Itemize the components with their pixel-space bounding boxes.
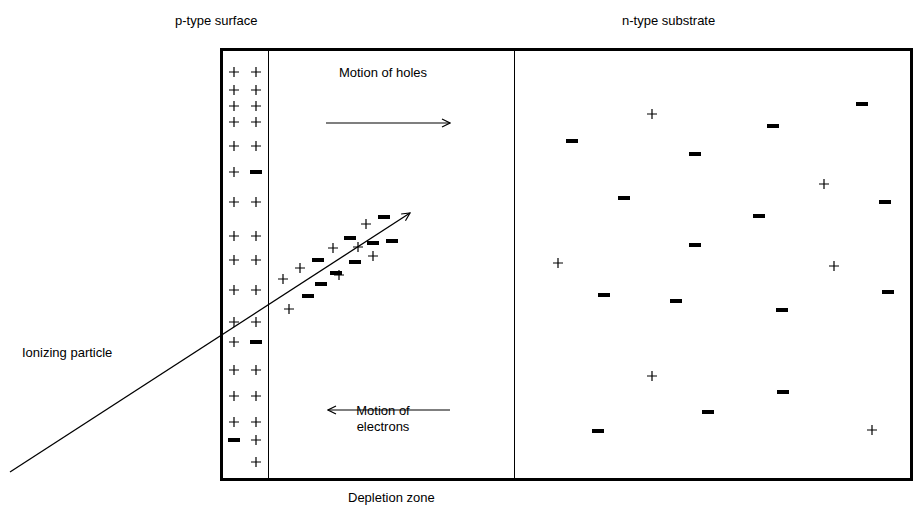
electron-minus (315, 282, 327, 286)
particle-track (10, 213, 410, 472)
hole-plus (361, 219, 371, 229)
electron-minus (250, 170, 262, 174)
electron-minus (879, 200, 891, 204)
electron-minus (777, 390, 789, 394)
electron-minus (776, 308, 788, 312)
hole-plus (229, 285, 239, 295)
electron-minus (344, 236, 356, 240)
electron-minus (592, 429, 604, 433)
region-label: Depletion zone (348, 490, 435, 506)
particle-label: Ionizing particle (22, 345, 112, 361)
hole-plus (229, 117, 239, 127)
hole-plus (229, 365, 239, 375)
hole-plus (647, 371, 657, 381)
electron-minus (386, 239, 398, 243)
hole-plus (251, 141, 261, 151)
hole-plus (251, 391, 261, 401)
hole-plus (229, 391, 239, 401)
electron-minus (228, 438, 240, 442)
hole-plus (353, 242, 363, 252)
hole-plus (229, 67, 239, 77)
electron-minus (670, 299, 682, 303)
hole-plus (251, 435, 261, 445)
electron-minus (753, 214, 765, 218)
hole-plus (829, 261, 839, 271)
hole-plus (229, 317, 239, 327)
region-label: p-type surface (175, 13, 257, 29)
electron-minus (767, 124, 779, 128)
hole-plus (251, 117, 261, 127)
electron-minus (302, 294, 314, 298)
electron-minus (250, 340, 262, 344)
motion-label: Motion of electrons (338, 403, 428, 435)
electron-minus (702, 410, 714, 414)
electron-minus (367, 241, 379, 245)
hole-plus (229, 337, 239, 347)
hole-plus (251, 67, 261, 77)
hole-plus (284, 304, 294, 314)
electron-minus (689, 152, 701, 156)
hole-plus (251, 231, 261, 241)
hole-plus (229, 167, 239, 177)
hole-plus (251, 365, 261, 375)
electron-minus (618, 196, 630, 200)
hole-plus (819, 179, 829, 189)
electron-minus (689, 243, 701, 247)
depletion-zone-region: Motion of holesMotion of electronsDeplet… (268, 48, 515, 481)
hole-plus (251, 101, 261, 111)
electron-minus (566, 139, 578, 143)
hole-plus (229, 85, 239, 95)
hole-plus (251, 285, 261, 295)
hole-plus (295, 263, 305, 273)
hole-plus (229, 141, 239, 151)
n-type-region: n-type substrate (514, 48, 913, 481)
hole-plus (251, 85, 261, 95)
electron-minus (378, 215, 390, 219)
hole-plus (278, 274, 288, 284)
electron-minus (598, 293, 610, 297)
hole-plus (251, 197, 261, 207)
hole-plus (328, 243, 338, 253)
hole-plus (368, 251, 378, 261)
hole-plus (251, 317, 261, 327)
electron-minus (312, 258, 324, 262)
hole-plus (229, 417, 239, 427)
p-type-region: p-type surface (220, 48, 269, 481)
electron-minus (856, 102, 868, 106)
hole-plus (251, 457, 261, 467)
charge-marks (228, 67, 894, 467)
hole-plus (229, 231, 239, 241)
hole-plus (251, 255, 261, 265)
hole-plus (229, 101, 239, 111)
hole-plus (251, 417, 261, 427)
hole-plus (334, 270, 344, 280)
holes-arrow (326, 122, 450, 123)
electron-minus (349, 260, 361, 264)
motion-label: Motion of holes (338, 65, 428, 81)
hole-plus (229, 197, 239, 207)
region-label: n-type substrate (622, 13, 715, 29)
hole-plus (553, 258, 563, 268)
hole-plus (647, 109, 657, 119)
electron-minus (882, 290, 894, 294)
hole-plus (229, 255, 239, 265)
hole-plus (867, 425, 877, 435)
